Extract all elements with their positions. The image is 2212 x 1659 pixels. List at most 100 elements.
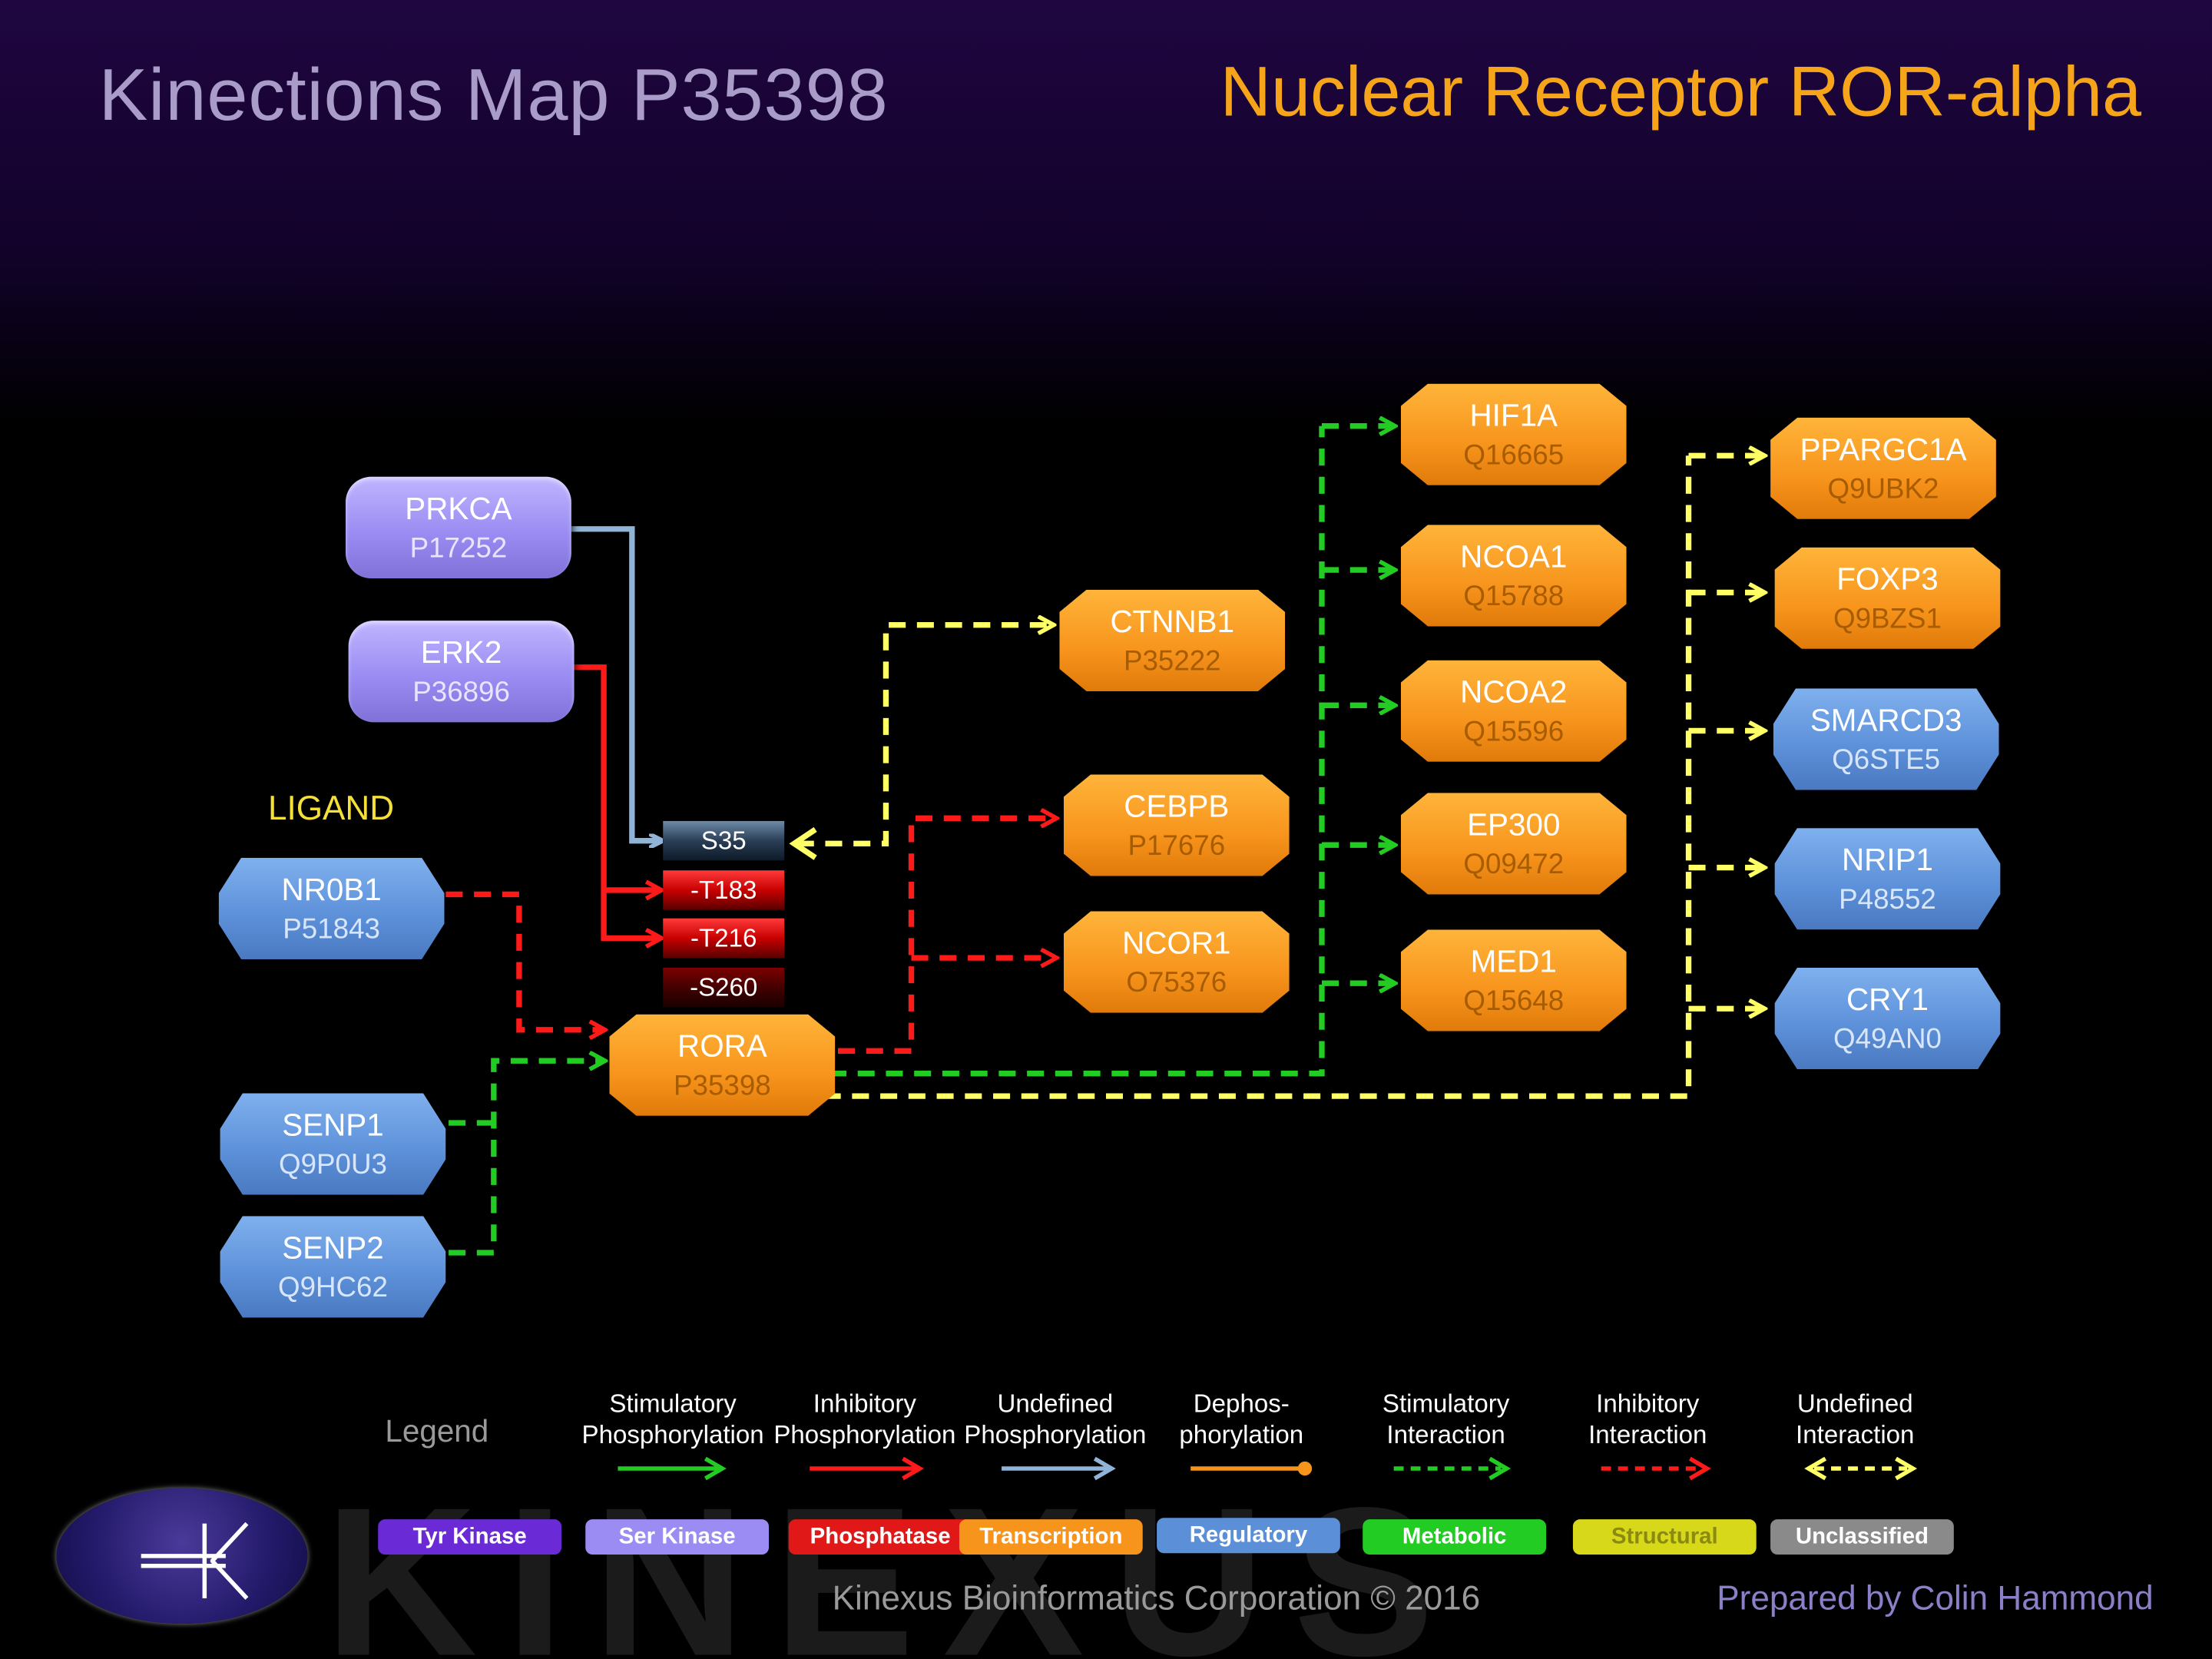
legend-line2: Phosphorylation — [773, 1420, 956, 1449]
node-name: NCOA1 — [1460, 538, 1568, 575]
legend-line1: Undefined — [1796, 1389, 1913, 1418]
kinexus-logo-icon — [141, 1522, 249, 1600]
node-name: HIF1A — [1469, 397, 1558, 433]
node-smarcd3[interactable]: SMARCD3 Q6STE5 — [1773, 688, 1999, 790]
node-senp2[interactable]: SENP2 Q9HC62 — [220, 1216, 446, 1318]
edge-s35-ctnnb1 — [796, 625, 1052, 847]
footer-prepared: Prepared by Colin Hammond — [1717, 1580, 2153, 1619]
node-ncoa1[interactable]: NCOA1 Q15788 — [1400, 525, 1627, 627]
node-accession: Q15596 — [1463, 717, 1565, 748]
ligand-label: LIGAND — [267, 790, 395, 829]
edge-nr0b1-rora — [445, 891, 604, 1029]
node-name: RORA — [677, 1028, 767, 1064]
legend-dephos: Dephos-phorylation — [1150, 1388, 1333, 1450]
legend-line1: Dephos- — [1193, 1389, 1290, 1418]
site-s35[interactable]: S35 — [663, 820, 785, 861]
edge-prkca-s35 — [571, 526, 661, 841]
legend-sample-undef-int-heads — [1804, 1456, 1918, 1481]
node-accession: Q15648 — [1463, 985, 1565, 1018]
prepared-by-label: Prepared by — [1717, 1580, 1902, 1618]
node-name: NRIP1 — [1841, 842, 1933, 878]
legend-line2: Interaction — [1386, 1420, 1505, 1449]
node-nrip1[interactable]: NRIP1 P48552 — [1774, 828, 2001, 930]
node-accession: P35398 — [674, 1071, 771, 1102]
node-name: SENP1 — [282, 1107, 384, 1143]
legend-line1: Inhibitory — [813, 1389, 916, 1418]
node-name: NCOA2 — [1460, 674, 1568, 710]
node-senp1[interactable]: SENP1 Q9P0U3 — [220, 1093, 446, 1195]
node-name: NCOR1 — [1122, 925, 1231, 961]
node-accession: P48552 — [1839, 884, 1936, 916]
node-name: PRKCA — [405, 491, 512, 527]
node-accession: Q9P0U3 — [279, 1149, 387, 1181]
legend-sample-dephos-dot — [1297, 1461, 1313, 1476]
legend-line2: Interaction — [1588, 1420, 1707, 1449]
site-t183[interactable]: -T183 — [663, 870, 785, 910]
node-foxp3[interactable]: FOXP3 Q9BZS1 — [1774, 547, 2001, 649]
edge-erk2-t216 — [601, 889, 660, 938]
node-accession: P17676 — [1128, 830, 1226, 863]
node-accession: P51843 — [283, 914, 380, 945]
node-ncor1[interactable]: NCOR1 O75376 — [1063, 911, 1290, 1013]
category-regulatory: Regulatory — [1157, 1518, 1340, 1554]
node-accession: Q09472 — [1463, 849, 1565, 881]
node-cebpb[interactable]: CEBPB P17676 — [1063, 774, 1290, 876]
node-hif1a[interactable]: HIF1A Q16665 — [1400, 383, 1627, 485]
kinexus-watermark: KINEXUS — [324, 1462, 1463, 1659]
legend-line1: Stimulatory — [609, 1389, 737, 1418]
node-name: PPARGC1A — [1800, 432, 1967, 467]
legend-sample-inhib-int-head — [1688, 1456, 1711, 1481]
node-accession: Q9HC62 — [278, 1272, 388, 1304]
node-name: ERK2 — [420, 634, 502, 671]
category-metabolic: Metabolic — [1363, 1519, 1547, 1555]
edge-rora-green-trunk — [829, 426, 1325, 1077]
node-prkca[interactable]: PRKCA P17252 — [345, 476, 571, 579]
site-s260[interactable]: -S260 — [663, 967, 785, 1008]
node-name: SMARCD3 — [1810, 702, 1962, 738]
edge-erk2-t183 — [572, 664, 661, 890]
node-name: CTNNB1 — [1110, 604, 1235, 640]
category-ser-kinase: Ser Kinase — [585, 1519, 770, 1555]
node-nr0b1[interactable]: NR0B1 P51843 — [218, 857, 445, 959]
node-ep300[interactable]: EP300 Q09472 — [1400, 793, 1627, 895]
legend-line1: Stimulatory — [1382, 1389, 1510, 1418]
legend-line2: phorylation — [1179, 1420, 1304, 1449]
node-ctnnb1[interactable]: CTNNB1 P35222 — [1059, 589, 1286, 691]
site-t216[interactable]: -T216 — [663, 918, 785, 959]
node-accession: P36896 — [412, 677, 510, 709]
page-title: Kinections Map P35398 — [98, 55, 889, 137]
edge-s35-arrowhead — [789, 826, 817, 860]
category-transcription: Transcription — [959, 1519, 1143, 1555]
node-accession: Q16665 — [1463, 440, 1565, 472]
node-accession: Q6STE5 — [1832, 744, 1941, 777]
node-erk2[interactable]: ERK2 P36896 — [348, 621, 575, 723]
legend-line2: Interaction — [1796, 1420, 1915, 1449]
legend-line2: Phosphorylation — [581, 1420, 764, 1449]
node-accession: P17252 — [409, 533, 508, 565]
legend-sample-inhib-phos — [810, 1456, 924, 1481]
legend-sample-undef-phos — [1002, 1456, 1116, 1481]
node-accession: Q9UBK2 — [1827, 474, 1939, 505]
node-rora[interactable]: RORA P35398 — [609, 1014, 836, 1116]
node-med1[interactable]: MED1 Q15648 — [1400, 929, 1627, 1031]
node-ncoa2[interactable]: NCOA2 Q15596 — [1400, 660, 1627, 762]
node-name: SENP2 — [282, 1230, 384, 1266]
node-name: CRY1 — [1846, 982, 1929, 1018]
node-accession: Q49AN0 — [1833, 1024, 1942, 1055]
node-accession: Q15788 — [1463, 581, 1565, 613]
category-structural: Structural — [1572, 1519, 1757, 1555]
node-name: MED1 — [1470, 943, 1557, 979]
legend-line1: Inhibitory — [1596, 1389, 1700, 1418]
legend-sample-stim-phos — [618, 1456, 727, 1481]
node-ppargc1a[interactable]: PPARGC1A Q9UBK2 — [1770, 417, 1996, 519]
node-cry1[interactable]: CRY1 Q49AN0 — [1774, 967, 2001, 1070]
node-name: FOXP3 — [1836, 561, 1939, 597]
category-tyr-kinase: Tyr Kinase — [378, 1519, 562, 1555]
